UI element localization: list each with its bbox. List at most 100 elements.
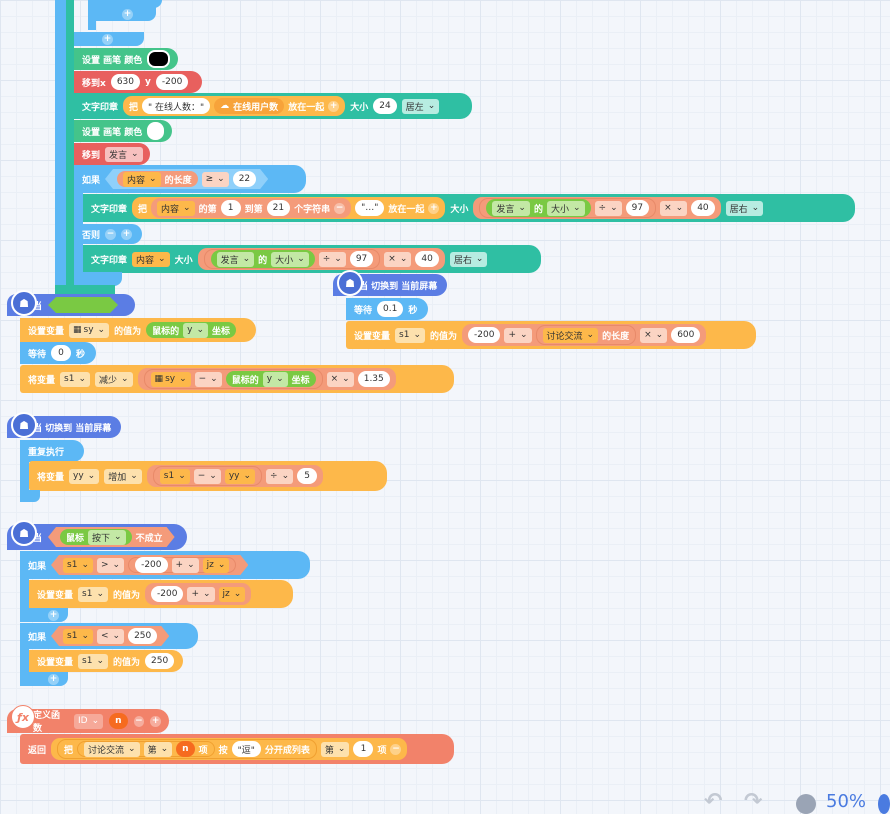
num-input[interactable]: 97 (625, 200, 650, 216)
plus-icon[interactable]: + (150, 715, 161, 727)
zoom-out-button[interactable] (796, 794, 818, 814)
num-input[interactable]: 40 (691, 200, 715, 216)
separator-input[interactable]: "逗" (231, 741, 261, 757)
var-dropdown[interactable]: s1 (63, 558, 93, 573)
move-to-xy-block[interactable]: 移到x 630 y -200 (74, 71, 202, 93)
set-var-block[interactable]: 设置变量 ▦sy 的值为 鼠标的 y 坐标 (20, 318, 256, 342)
var-dropdown[interactable]: s1 (78, 586, 108, 602)
plus-icon[interactable]: + (121, 228, 133, 240)
length-block[interactable]: 内容 的长度 (117, 171, 198, 187)
press-dropdown[interactable]: 按下 (88, 530, 126, 545)
minus-icon[interactable]: − (105, 228, 117, 240)
var-dropdown[interactable]: ▦sy (150, 371, 191, 387)
num-input[interactable]: 1.35 (357, 371, 390, 387)
content-dropdown[interactable]: 内容 (157, 200, 195, 216)
redo-button[interactable]: ↷ (744, 788, 763, 814)
num-input[interactable]: 97 (349, 251, 374, 267)
num-input[interactable]: -200 (468, 327, 501, 343)
content-dropdown[interactable]: 内容 (123, 172, 161, 187)
compare-block[interactable]: s1 < 250 (51, 626, 169, 646)
minus-icon[interactable]: − (390, 743, 402, 755)
substring-block[interactable]: 内容 的第 1 到第 21 个字符串 − (151, 198, 352, 218)
to-input[interactable]: 21 (266, 200, 291, 216)
join-block[interactable]: 把 " 在线人数：" ☁在线用户数 放在一起 + (123, 96, 346, 116)
undo-button[interactable]: ↶ (704, 788, 723, 814)
var-dropdown[interactable]: s1 (78, 653, 108, 669)
change-var-block[interactable]: 将变量 yy 增加 s1 − yy ÷ 5 (29, 461, 387, 491)
join-block[interactable]: 把 内容 的第 1 到第 21 个字符串 − "…" 放在一起 + (132, 197, 446, 219)
x-input[interactable]: 630 (110, 74, 140, 90)
split-block[interactable]: 把 讨论交流 第 n 项 按 "逗" 分开成列表 (57, 739, 317, 759)
lt-dropdown[interactable]: < (97, 629, 124, 644)
list-dropdown[interactable]: 讨论交流 (542, 327, 599, 343)
axis-dropdown[interactable]: y (262, 371, 288, 387)
gte-dropdown[interactable]: ≥ (202, 172, 229, 187)
content-dropdown[interactable]: 内容 (132, 251, 170, 267)
align-dropdown[interactable]: 居左 (401, 98, 440, 114)
minus-dropdown[interactable]: − (193, 468, 221, 484)
condition-slot[interactable] (48, 297, 118, 313)
sprite-attr-block[interactable]: 发言 的 大小 (486, 199, 591, 217)
compare-block[interactable]: s1 > -200 + jz (51, 555, 248, 575)
times-dropdown[interactable]: × (660, 200, 688, 216)
text-stamp-block[interactable]: 文字印章 把 " 在线人数：" ☁在线用户数 放在一起 + 大小 24 居左 (74, 93, 472, 119)
attr-dropdown[interactable]: 大小 (271, 251, 309, 267)
screen-switch-hat[interactable]: ☗ 当 切换到 当前屏幕 (7, 412, 121, 438)
param-n[interactable]: n (109, 713, 128, 729)
var-dropdown[interactable]: s1 (395, 327, 425, 343)
op-dropdown[interactable]: 减少 (94, 371, 133, 387)
math-inner[interactable]: 发言 的 大小 ÷ 97 (479, 198, 657, 218)
math-block[interactable]: -200 + jz (128, 557, 236, 573)
when-hat-block[interactable]: ☗ 当 鼠标 按下 不成立 (7, 520, 187, 550)
if-block[interactable]: 如果 s1 < 250 (20, 623, 198, 649)
math-inner[interactable]: 发言 的 大小 ÷ 97 (203, 249, 381, 269)
num-input[interactable]: 250 (128, 628, 157, 644)
times-dropdown[interactable]: × (384, 251, 412, 267)
num-input[interactable]: 600 (671, 327, 701, 343)
align-dropdown[interactable]: 居右 (725, 200, 764, 216)
mouse-pressed-block[interactable]: 鼠标 按下 (60, 529, 132, 545)
when-hat-block[interactable]: ☗ 当 (7, 290, 135, 316)
function-id[interactable]: ID (74, 713, 104, 729)
math-block[interactable]: 发言 的 大小 ÷ 97 × 40 (473, 197, 721, 219)
var-dropdown[interactable]: jz (218, 586, 246, 602)
minus-dropdown[interactable]: − (194, 371, 222, 387)
add-branch-button[interactable]: + (96, 7, 156, 21)
div-dropdown[interactable]: ÷ (266, 468, 294, 484)
text-stamp-block[interactable]: 文字印章 内容 大小 发言 的 大小 ÷ 97 × 40 居右 (83, 245, 541, 273)
plus-icon[interactable]: + (48, 673, 59, 685)
target-dropdown[interactable]: 发言 (105, 146, 143, 162)
add-branch-button[interactable]: + (74, 32, 144, 46)
wait-block[interactable]: 等待 0.1 秒 (346, 298, 428, 320)
math-block[interactable]: ▦sy − 鼠标的 y 坐标 × 1.35 (137, 368, 396, 390)
minus-icon[interactable]: − (133, 715, 145, 727)
num-input[interactable]: 40 (415, 251, 439, 267)
sprite-dropdown[interactable]: 发言 (216, 251, 255, 267)
num-input[interactable]: 1 (353, 741, 374, 757)
math-inner[interactable]: ▦sy − 鼠标的 y 坐标 (143, 369, 323, 389)
math-block[interactable]: -200 + 讨论交流 的长度 × 600 (462, 324, 707, 346)
math-block[interactable]: s1 − yy ÷ 5 (146, 465, 324, 487)
repeat-block[interactable]: 重复执行 (20, 440, 84, 462)
loop-tail[interactable] (88, 0, 162, 8)
set-var-block[interactable]: 设置变量 s1 的值为 -200 + 讨论交流 的长度 × 600 (346, 321, 756, 349)
math-inner[interactable]: s1 − yy (152, 466, 263, 486)
var-dropdown[interactable]: s1 (60, 371, 90, 387)
zoom-in-button[interactable] (878, 794, 890, 814)
sprite-dropdown[interactable]: 发言 (492, 200, 530, 216)
set-pen-color-block[interactable]: 设置 画笔 颜色 (74, 48, 178, 70)
sprite-attr-block[interactable]: 发言 的 大小 (210, 250, 315, 268)
var-dropdown[interactable]: yy (69, 468, 100, 484)
color-swatch-black[interactable] (147, 50, 170, 68)
var-dropdown[interactable]: yy (224, 468, 256, 484)
div-dropdown[interactable]: ÷ (594, 200, 622, 216)
add-branch-button[interactable]: + (20, 672, 68, 686)
op-dropdown[interactable]: 增加 (104, 468, 142, 484)
minus-icon[interactable]: − (334, 202, 346, 214)
math-block[interactable]: 发言 的 大小 ÷ 97 × 40 (197, 248, 445, 270)
mouse-coord-block[interactable]: 鼠标的 y 坐标 (225, 371, 316, 387)
text-input[interactable]: " 在线人数：" (142, 98, 211, 114)
plus-icon[interactable]: + (328, 100, 340, 112)
change-var-block[interactable]: 将变量 s1 减少 ▦sy − 鼠标的 y 坐标 × 1.35 (20, 365, 454, 393)
attr-dropdown[interactable]: 大小 (546, 200, 585, 216)
